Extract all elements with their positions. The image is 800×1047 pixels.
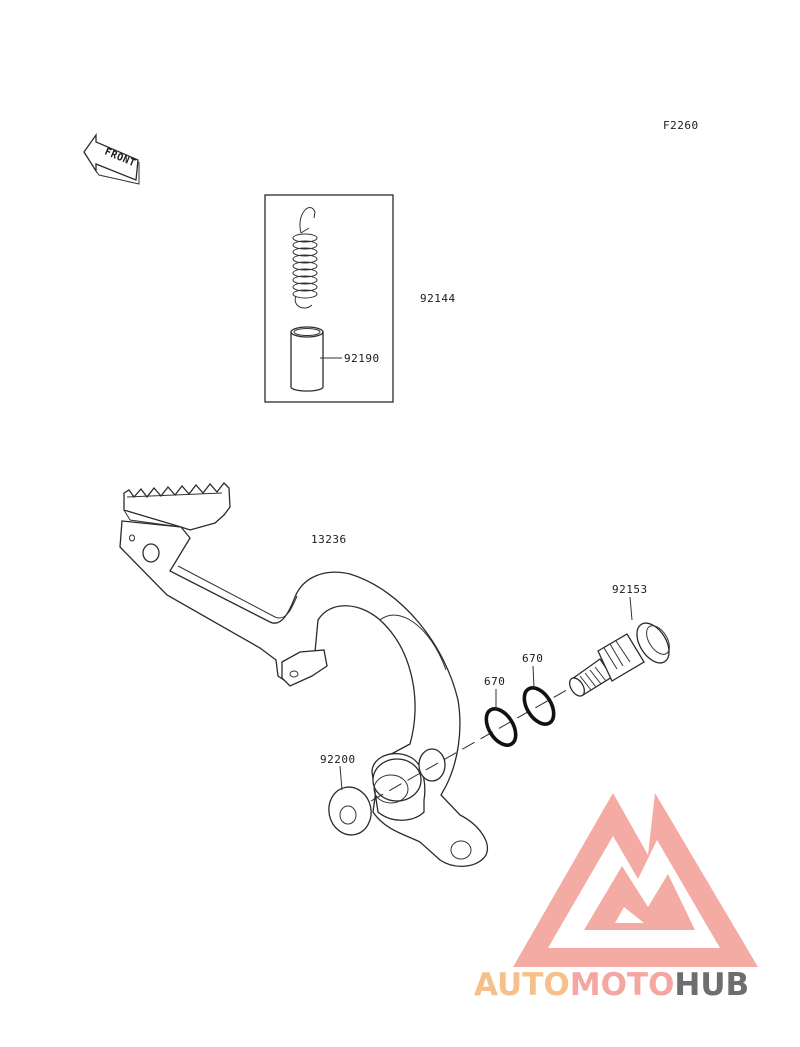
leader-o-ring-b — [532, 665, 535, 689]
part-label-shaft: 92153 — [612, 583, 648, 596]
washer — [328, 786, 372, 836]
leader-shaft — [629, 596, 633, 621]
o-ring-b — [522, 686, 556, 726]
brake-pedal — [119, 482, 488, 867]
part-label-spring-set: 92144 — [420, 292, 456, 305]
front-arrow-icon: FRONT — [83, 132, 140, 185]
watermark-word-hub: HUB — [674, 967, 749, 1003]
figure-code-label: F2260 — [663, 119, 699, 132]
return-spring — [292, 207, 318, 309]
part-label-brake-pedal: 13236 — [311, 533, 347, 546]
watermark-word-auto: AUTO — [474, 967, 570, 1003]
collar — [290, 326, 324, 392]
leader-washer — [339, 765, 343, 791]
o-ring-a — [484, 707, 518, 747]
assembly-axis — [370, 686, 573, 802]
part-label-o-ring-a: 670 — [484, 675, 505, 688]
watermark-logo — [513, 793, 758, 967]
part-label-collar: 92190 — [344, 352, 380, 365]
watermark-word-moto: MOTO — [570, 967, 675, 1003]
spring-kit-box: 92190 — [264, 194, 394, 403]
pivot-shaft — [569, 622, 670, 697]
part-label-washer: 92200 — [320, 753, 356, 766]
watermark-text: AUTOMOTOHUB — [474, 967, 749, 1003]
part-label-o-ring-b: 670 — [522, 652, 543, 665]
